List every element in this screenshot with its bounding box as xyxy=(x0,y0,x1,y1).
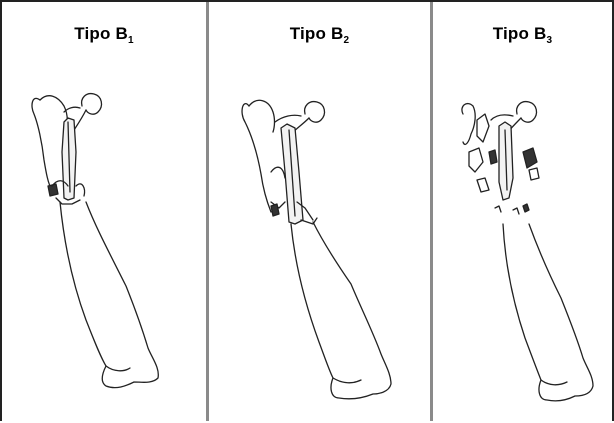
femur-illustration xyxy=(2,2,206,423)
panel-tipo-b2: Tipo B2 xyxy=(206,2,430,421)
panel-tipo-b1: Tipo B1 xyxy=(2,2,206,421)
femur-illustration xyxy=(209,2,433,423)
panel-tipo-b3: Tipo B3 xyxy=(430,2,612,421)
femur-illustration xyxy=(433,2,613,423)
